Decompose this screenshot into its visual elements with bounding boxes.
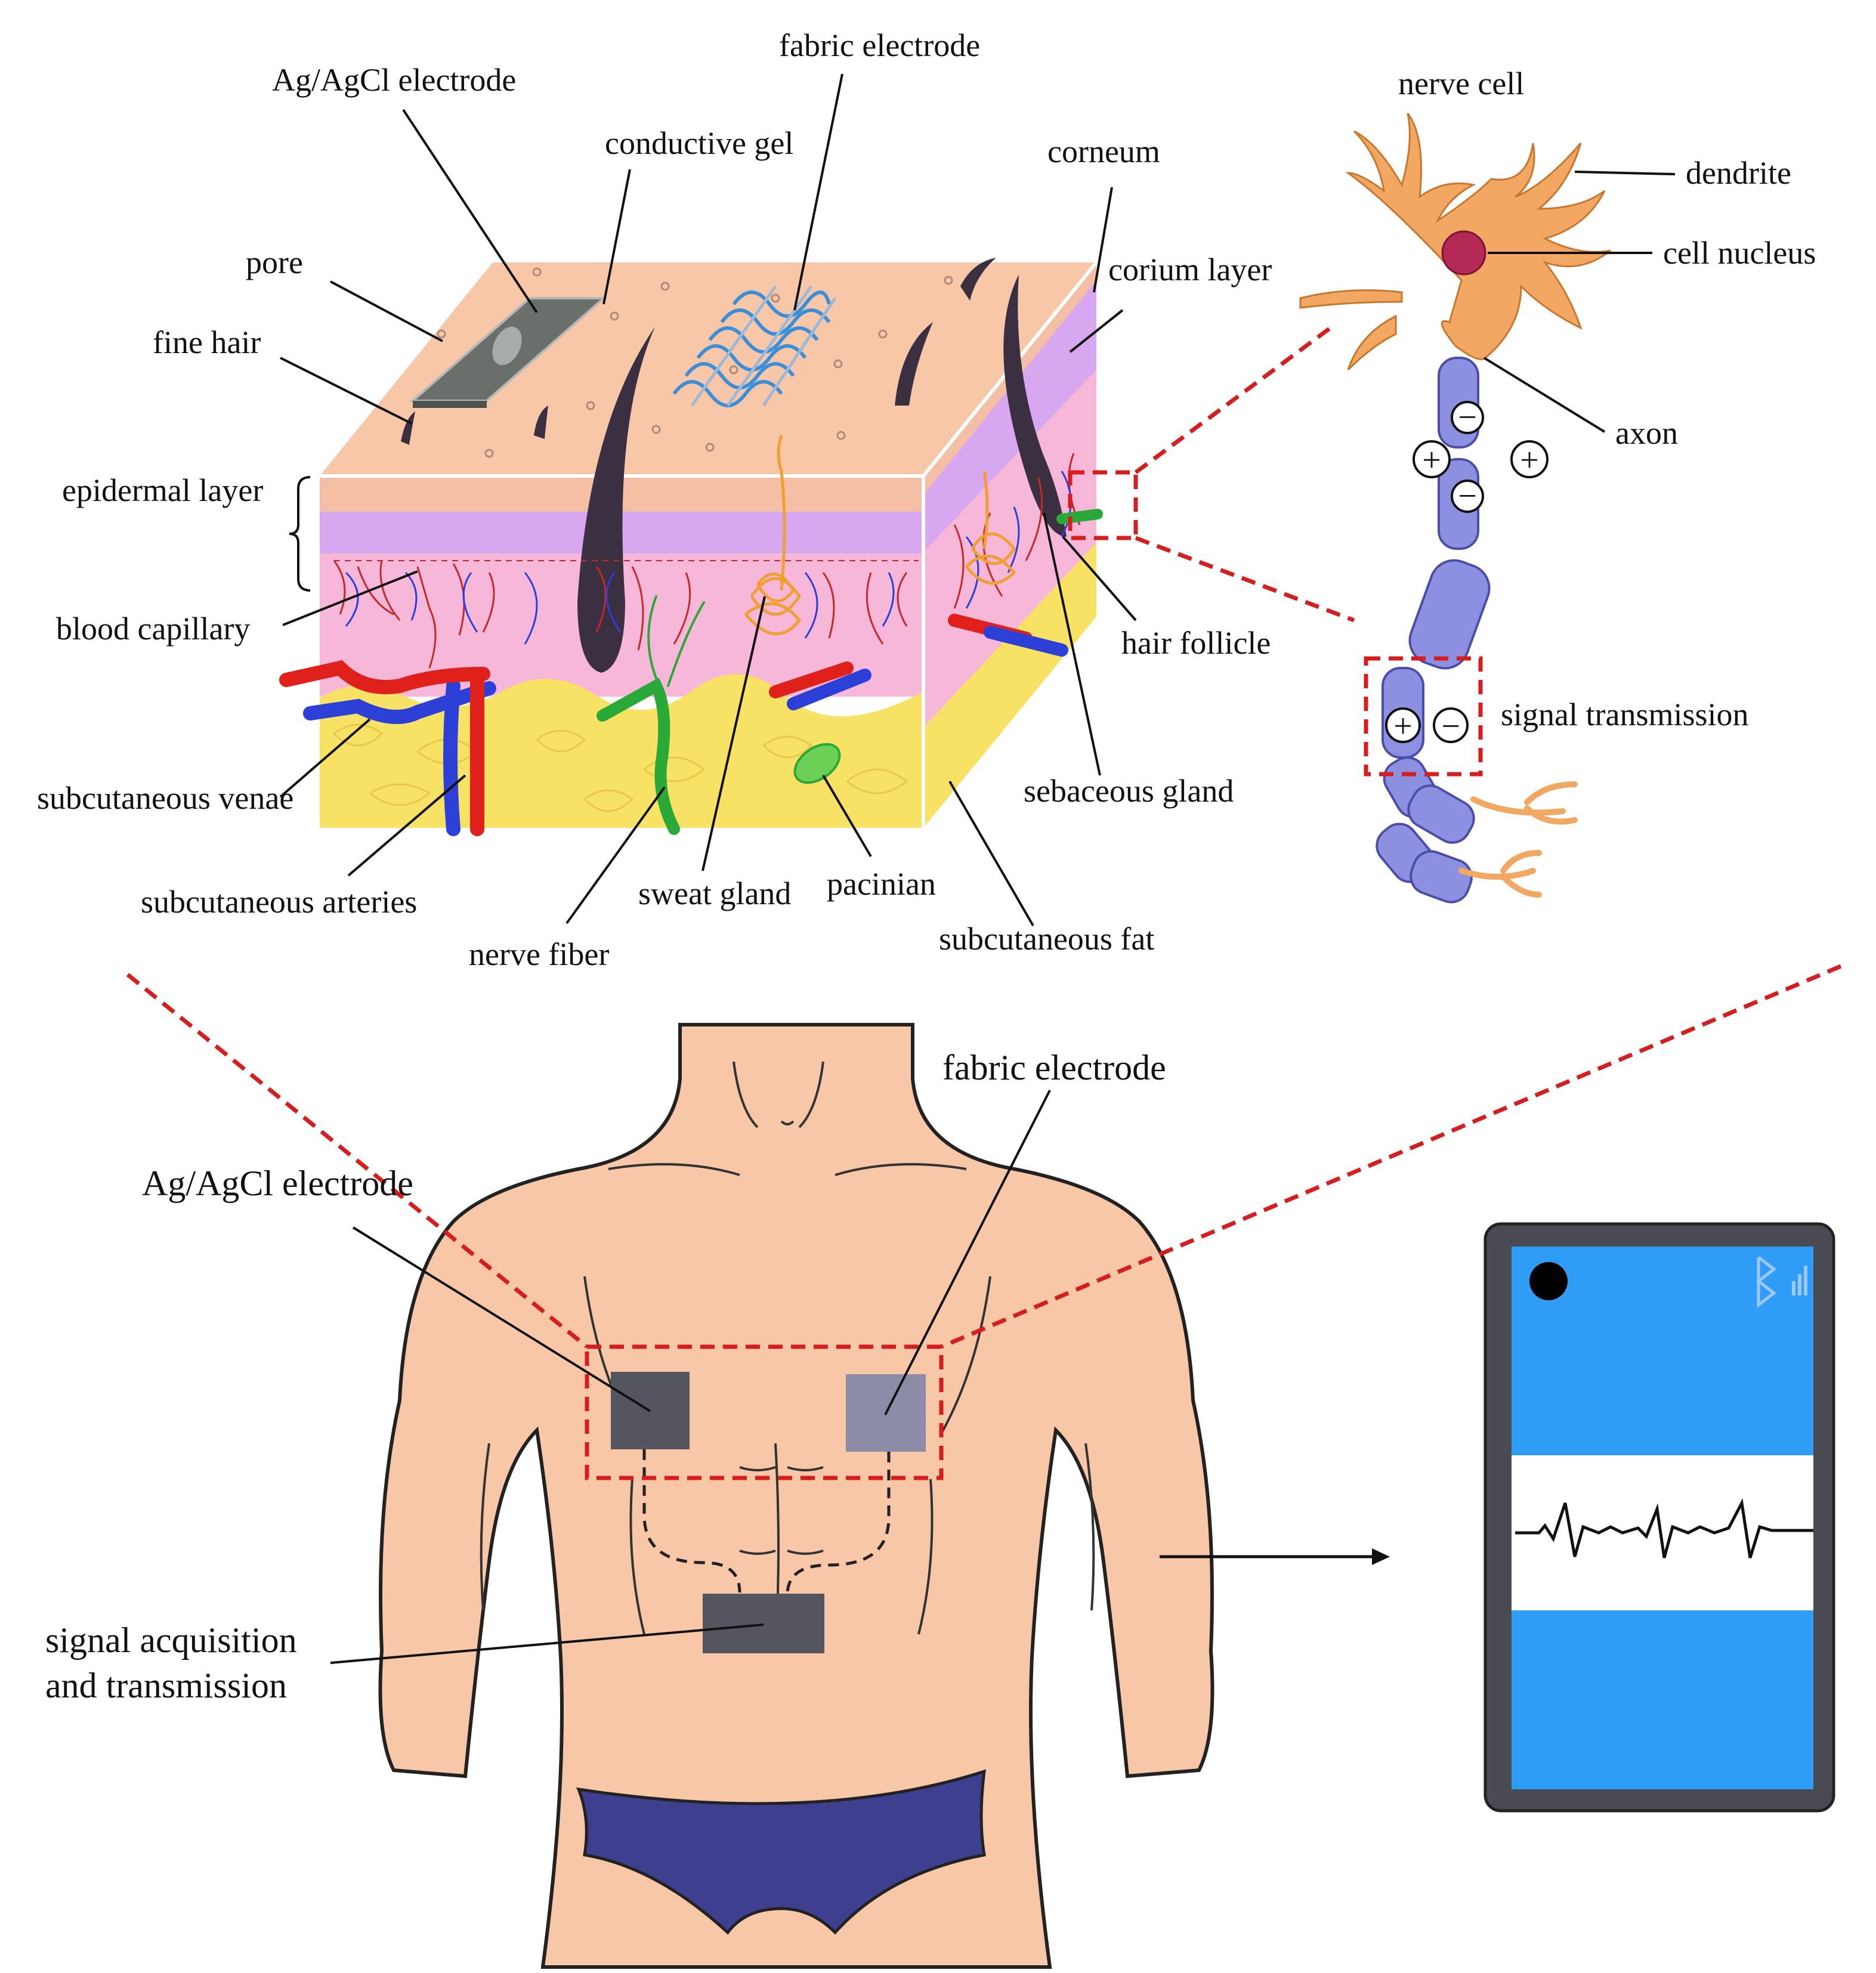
minus-sign-upper: −	[1458, 399, 1477, 436]
label-agagcl-electrode-top: Ag/AgCl electrode	[272, 62, 516, 98]
polarity-signs	[1385, 401, 1549, 743]
agagcl-electrode-edge	[413, 401, 487, 408]
minus-sign-lower: −	[1458, 478, 1477, 515]
device-screen-mid	[1512, 1455, 1813, 1610]
polarity-text: + + − − + −	[1393, 399, 1539, 745]
torso-body	[378, 1023, 1214, 1969]
label-nerve-cell: nerve cell	[1398, 66, 1524, 101]
signal-transmission-box	[1364, 656, 1483, 777]
mobile-device	[1484, 1222, 1835, 1813]
label-epidermal-layer: epidermal layer	[62, 472, 263, 508]
label-sweat-gland: sweat gland	[638, 876, 791, 911]
label-pacinian: pacinian	[827, 866, 936, 902]
label-corium-layer: corium layer	[1108, 252, 1272, 287]
label-sebaceous-gland: sebaceous gland	[1024, 773, 1234, 809]
label-dendrite: dendrite	[1686, 155, 1791, 191]
underwear	[576, 1769, 986, 1935]
label-axon: axon	[1615, 415, 1678, 451]
epidermal-brace	[289, 476, 311, 592]
leader-lines	[279, 73, 1676, 1664]
device-screen-bottom	[1512, 1610, 1813, 1789]
label-fabric-electrode-top: fabric electrode	[779, 27, 980, 63]
cell-nucleus-shape	[1441, 230, 1486, 276]
chest-zoom-box	[585, 1344, 944, 1480]
subcutaneous-vessels	[279, 614, 1068, 836]
torso-drawing	[378, 1023, 1214, 1969]
skin-block	[279, 258, 1138, 836]
plus-sign-signal: +	[1393, 708, 1413, 745]
label-hair-follicle: hair follicle	[1121, 625, 1271, 661]
label-agagcl-electrode-bottom: Ag/AgCl electrode	[142, 1164, 413, 1203]
label-subcutaneous-venae: subcutaneous venae	[37, 780, 293, 816]
blood-capillary-network	[333, 453, 1081, 669]
plus-sign-right: +	[1520, 442, 1539, 479]
label-pore: pore	[246, 245, 303, 280]
pacinian-corpuscle	[793, 743, 841, 784]
text-labels: fabric electrode Ag/AgCl electrode condu…	[37, 27, 1816, 1705]
wiring	[642, 1449, 891, 1595]
camera-dot-icon	[1529, 1262, 1568, 1300]
arrow-right-icon	[1160, 1548, 1390, 1565]
label-subcutaneous-fat: subcutaneous fat	[939, 921, 1154, 957]
ecg-waveform	[1515, 1498, 1813, 1558]
label-conductive-gel: conductive gel	[605, 125, 793, 161]
label-fine-hair: fine hair	[153, 324, 261, 360]
zoom-lines-skin	[126, 964, 1842, 1349]
label-signal-acquisition-line1: signal acquisition	[45, 1621, 297, 1660]
label-signal-acquisition-line2: and transmission	[45, 1666, 287, 1705]
label-nerve-fiber: nerve fiber	[469, 936, 609, 972]
label-fabric-electrode-bottom: fabric electrode	[942, 1048, 1166, 1087]
muscle-lines	[480, 1061, 1095, 1647]
label-cell-nucleus: cell nucleus	[1663, 235, 1816, 271]
signal-module	[703, 1594, 824, 1653]
plus-sign-left: +	[1422, 442, 1441, 479]
skin-zoom-box	[1068, 470, 1138, 540]
fabric-electrode-mesh	[672, 285, 837, 407]
skin-right-dermis	[923, 370, 1096, 728]
label-corneum: corneum	[1047, 134, 1160, 169]
signal-bars-icon	[1792, 1266, 1807, 1295]
nerve-fiber-drawing	[597, 509, 1103, 835]
label-subcutaneous-arteries: subcutaneous arteries	[141, 884, 417, 920]
label-blood-capillary: blood capillary	[56, 611, 250, 647]
hairs	[401, 258, 1067, 673]
label-signal-transmission: signal transmission	[1501, 697, 1749, 732]
zoom-lines-neuron	[1134, 326, 1355, 623]
minus-sign-signal: −	[1441, 708, 1460, 745]
conductive-gel-spot	[492, 326, 522, 366]
neuron-drawing: + + − − + −	[1299, 113, 1611, 904]
bluetooth-icon	[1756, 1256, 1777, 1309]
